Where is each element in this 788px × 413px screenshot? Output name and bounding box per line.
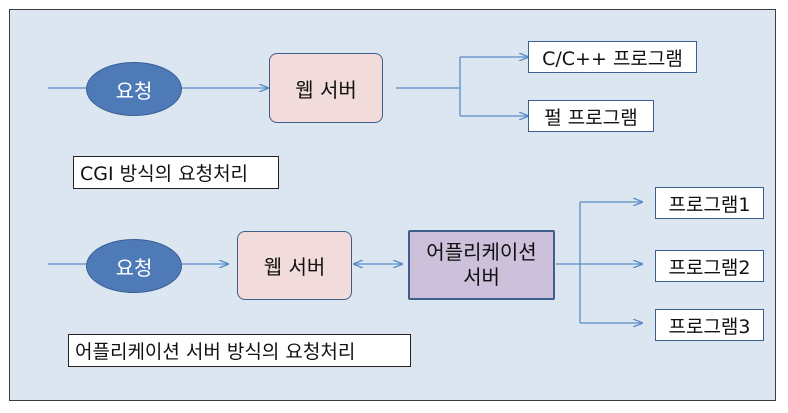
app-server-node: 어플리케이션 서버 xyxy=(408,230,555,300)
bottom-target-program-3: 프로그램3 xyxy=(655,309,764,341)
bottom-target-program-2: 프로그램2 xyxy=(655,250,764,282)
app-server-label-line2: 서버 xyxy=(463,265,500,289)
bottom-target-program-1: 프로그램1 xyxy=(655,187,764,219)
bottom-request-node: 요청 xyxy=(86,239,182,293)
top-caption: CGI 방식의 요청처리 xyxy=(73,156,279,189)
top-target-perl-program: 펄 프로그램 xyxy=(528,100,654,132)
bottom-web-server-node: 웹 서버 xyxy=(237,231,352,300)
bottom-caption: 어플리케이션 서버 방식의 요청처리 xyxy=(68,334,411,367)
top-web-server-node: 웹 서버 xyxy=(269,53,383,123)
top-request-node: 요청 xyxy=(86,62,182,116)
top-target-cpp-program: C/C++ 프로그램 xyxy=(528,41,697,73)
app-server-label-line1: 어플리케이션 xyxy=(426,240,537,264)
